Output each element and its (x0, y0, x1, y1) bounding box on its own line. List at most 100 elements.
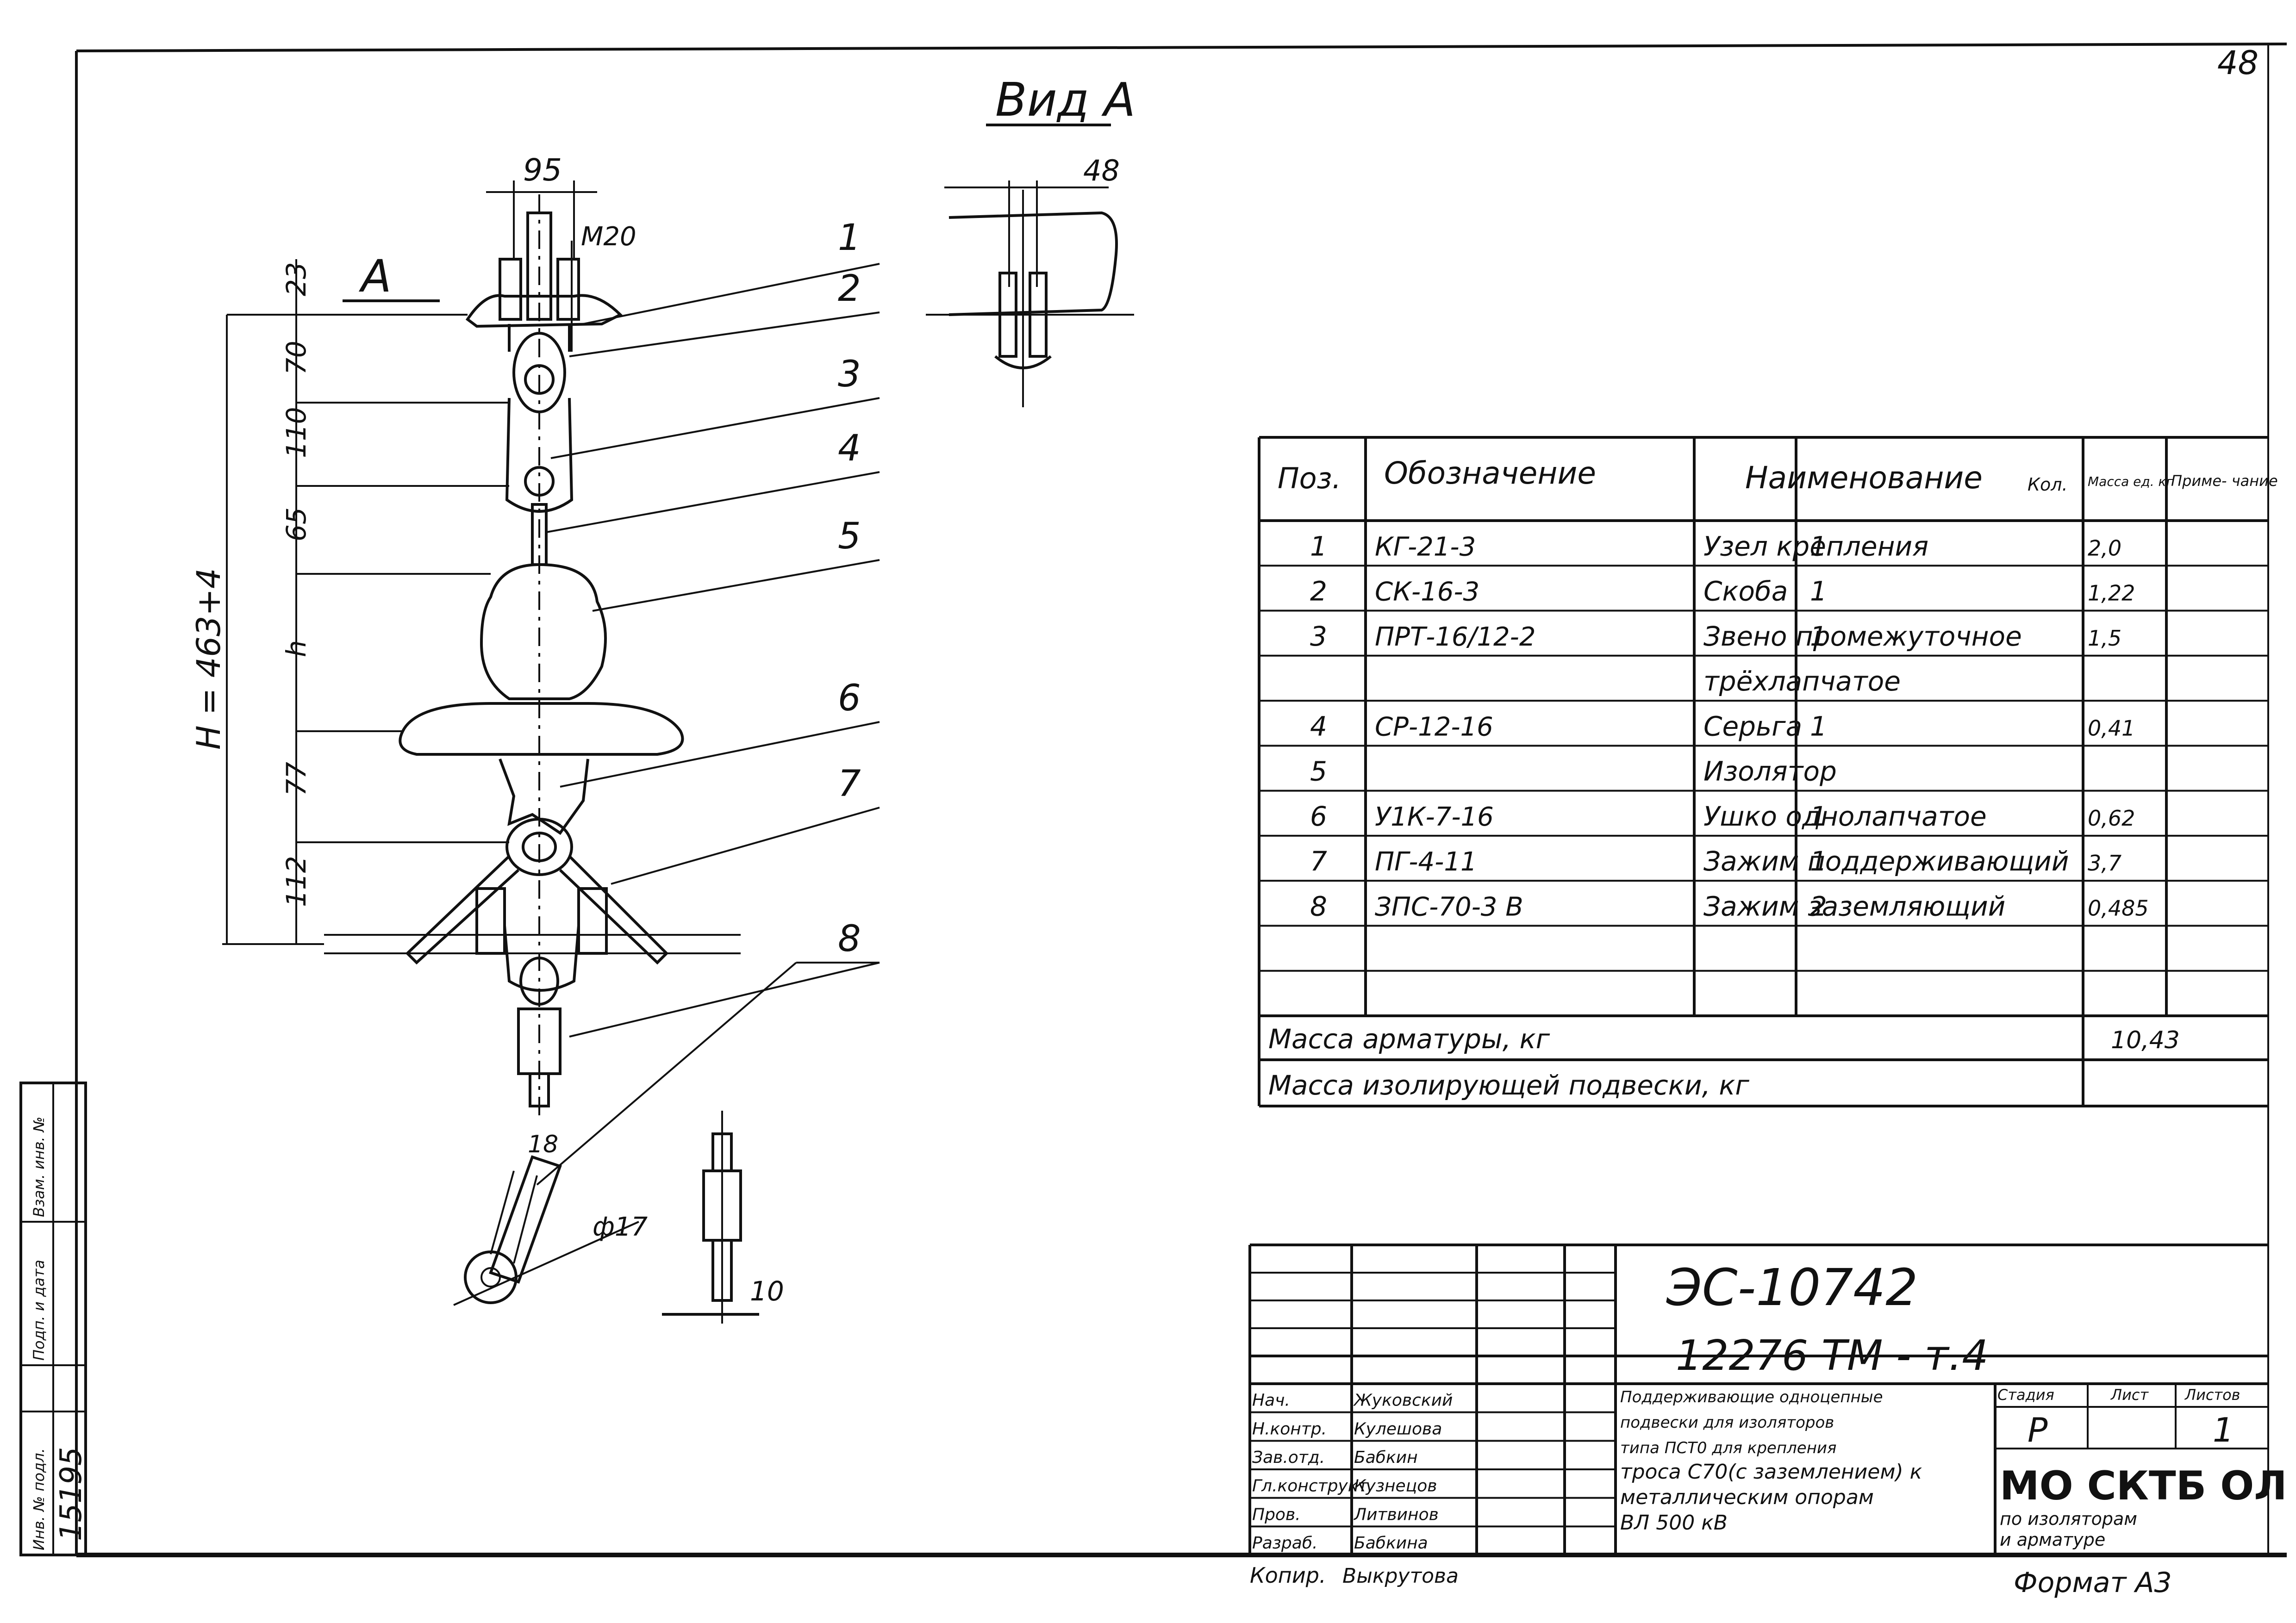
spec-cell-r0-c2: Узел крепления (1703, 530, 1928, 562)
format-label: Формат А3 (2014, 1567, 2172, 1599)
mass-string-label: Масса изолирующей подвески, кг (1268, 1070, 1749, 1101)
organization-sub-2: и арматуре (2000, 1530, 2105, 1550)
document-number: 12276 ТМ - т.4 (1676, 1331, 1989, 1380)
header-pos: Поз. (1278, 461, 1341, 495)
header-note: Приме- чание (2171, 472, 2278, 490)
callout-3: 3 (838, 354, 861, 395)
attachment-node (465, 211, 623, 352)
sheets-header: Листов (2184, 1386, 2240, 1404)
dim-112: 112 (281, 856, 312, 907)
spec-cell-r7-c2: Зажим поддерживающий (1703, 846, 2069, 877)
spec-cell-r4-c4: 0,41 (2088, 715, 2135, 740)
dim-70: 70 (281, 341, 312, 375)
callout-1: 1 (838, 217, 861, 259)
dimension-lines (222, 180, 597, 945)
callout-4: 4 (838, 428, 861, 469)
callout-8: 8 (838, 918, 861, 960)
spec-cell-r2-c0: 3 (1310, 621, 1327, 652)
mass-fittings-value: 10,43 (2111, 1026, 2180, 1054)
title-description-line-2: типа ПСТ0 для крепления (1620, 1439, 1836, 1457)
dim-total-height: Н = 463+4 (190, 568, 228, 750)
spec-cell-r8-c0: 8 (1310, 890, 1327, 922)
callout-leaders (536, 263, 880, 1186)
side-stamp: Взам. инв. № Подп. и дата Инв. № подл. 1… (19, 1082, 88, 1556)
name-2: Бабкин (1354, 1448, 1418, 1467)
copier-label: Копир. (1250, 1563, 1326, 1588)
spec-cell-r4-c1: СР-12-16 (1375, 712, 1493, 742)
spec-cell-r6-c4: 0,62 (2088, 806, 2135, 831)
spec-cell-r1-c2: Скоба (1703, 576, 1788, 607)
spec-cell-r0-c4: 2,0 (2088, 535, 2121, 560)
spec-cell-r2-c1: ПРТ-16/12-2 (1375, 622, 1536, 652)
callout-7: 7 (838, 763, 861, 805)
spec-cell-r7-c4: 3,7 (2088, 851, 2121, 876)
spec-cell-r3-c2: трёхлапчатое (1703, 665, 1901, 697)
role-5: Разраб. (1252, 1534, 1317, 1553)
name-3: Кузнецов (1354, 1477, 1437, 1496)
role-0: Нач. (1252, 1391, 1290, 1410)
dim-65: 65 (281, 507, 312, 541)
spec-cell-r2-c2: Звено промежуточное (1703, 621, 2022, 652)
name-5: Бабкина (1354, 1534, 1428, 1553)
title-description-line-4: металлическим опорам (1620, 1486, 1874, 1509)
name-1: Кулешова (1354, 1419, 1442, 1438)
spec-cell-r8-c2: Зажим заземляющий (1703, 890, 2005, 922)
stamp-label-3: Инв. № подл. (30, 1448, 48, 1550)
header-mass: Масса ед. кг (2088, 474, 2173, 489)
shackle-and-link (505, 332, 574, 566)
organization-sub-1: по изоляторам (2000, 1509, 2137, 1529)
header-qty: Кол. (2028, 474, 2068, 495)
view-a-detail (926, 180, 1134, 407)
specification-table: Поз. Обозначение Наименование Кол. Масса… (1258, 436, 2278, 1107)
header-name: Наименование (1745, 460, 1983, 496)
dim-h: h (281, 640, 312, 657)
title-description-line-5: ВЛ 500 кВ (1620, 1511, 1728, 1535)
spec-cell-r2-c3: 1 (1810, 621, 1827, 652)
dim-110: 110 (281, 407, 312, 458)
dim-18: 18 (528, 1131, 558, 1158)
spec-cell-r2-c4: 1,5 (2088, 626, 2121, 651)
stage-value: Р (2028, 1411, 2048, 1449)
sheet-header: Лист (2110, 1386, 2149, 1404)
sheets-value: 1 (2213, 1411, 2234, 1449)
spec-cell-r7-c0: 7 (1310, 846, 1327, 877)
spec-cell-r0-c3: 1 (1810, 530, 1827, 562)
title-description-line-0: Поддерживающие одноцепные (1620, 1388, 1883, 1406)
spec-cell-r4-c0: 4 (1310, 710, 1327, 742)
spec-cell-r1-c4: 1,22 (2088, 581, 2135, 606)
callout-5: 5 (838, 516, 861, 557)
copier-name: Выкрутова (1342, 1564, 1459, 1588)
callout-6: 6 (838, 678, 861, 719)
callout-2: 2 (838, 268, 861, 310)
spec-cell-r6-c1: У1К-7-16 (1375, 802, 1494, 832)
spec-cell-r5-c0: 5 (1310, 756, 1327, 787)
callout-numbers: 1 2 3 4 5 6 7 8 (838, 217, 861, 960)
dim-top-width: 95 (523, 152, 562, 188)
insulator (399, 563, 684, 835)
header-designation: Обозначение (1384, 455, 1596, 491)
assembly-drawing (324, 180, 1134, 1324)
spec-cell-r1-c1: СК-16-3 (1375, 577, 1479, 607)
spec-cell-r8-c3: 2 (1810, 890, 1827, 922)
name-0: Жуковский (1353, 1391, 1453, 1410)
name-4: Литвинов (1353, 1505, 1439, 1524)
dim-77: 77 (281, 762, 312, 796)
role-4: Пров. (1252, 1505, 1301, 1524)
side-detail (662, 1111, 759, 1324)
spec-cell-r0-c1: КГ-21-3 (1375, 532, 1476, 562)
inventory-number: 15195 (54, 1447, 88, 1541)
spec-cell-r6-c2: Ушко однолапчатое (1703, 801, 1987, 832)
spec-cell-r1-c0: 2 (1310, 576, 1327, 607)
spec-cell-r6-c3: 1 (1810, 801, 1827, 832)
spec-cell-r4-c3: 1 (1810, 710, 1827, 742)
title-block: ЭС-10742 12276 ТМ - т.4 Поддерживающие о… (1248, 1244, 2287, 1599)
role-1: Н.контр. (1252, 1419, 1327, 1438)
dimension-labels: 95 М20 48 Н = 463+4 23 70 110 65 h 77 11… (190, 152, 1120, 1307)
spec-cell-r5-c2: Изолятор (1703, 756, 1837, 787)
view-label: Вид А (995, 73, 1136, 127)
spec-cell-r4-c2: Серьга (1703, 710, 1802, 742)
dim-10: 10 (750, 1275, 784, 1307)
spec-cell-r8-c4: 0,485 (2088, 895, 2149, 920)
suspension-clamp (324, 818, 741, 1107)
